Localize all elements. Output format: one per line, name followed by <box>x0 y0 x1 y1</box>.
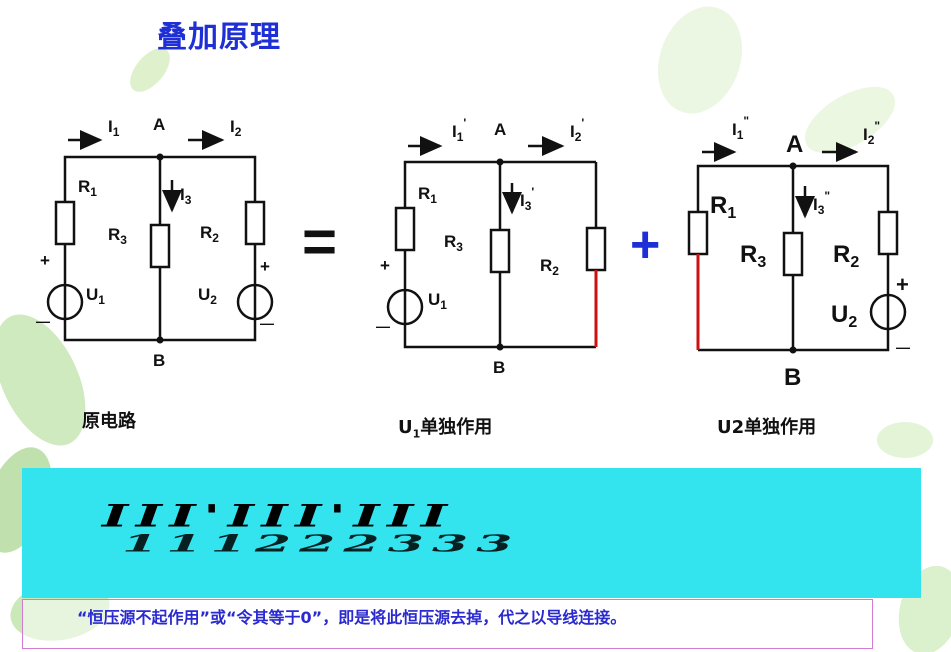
label-r3: R3 <box>444 232 463 254</box>
circuit-u2-only <box>687 142 907 352</box>
resistor-r1 <box>687 210 709 256</box>
label-r2: R2 <box>833 241 859 271</box>
label-r1: R1 <box>418 184 437 206</box>
label-node-b: B <box>493 358 505 377</box>
resistor-r3 <box>149 223 171 269</box>
caption-original: 原电路 <box>82 411 136 432</box>
label-i3p: I3' <box>520 185 534 213</box>
label-node-b: B <box>784 364 801 391</box>
note-text: “恒压源不起作用”或“令其等于0”，即是将此恒压源去掉，代之以导线连接。 <box>77 608 627 627</box>
label-r1: R1 <box>78 177 97 199</box>
label-node-b: B <box>153 351 165 370</box>
resistor-r2 <box>877 210 899 256</box>
u1-plus: + <box>380 256 390 275</box>
resistor-r3 <box>782 231 804 277</box>
circuit-diagrams: I1 A I2 I3 R1 R3 R2 U1 U2 + — + — B = <box>36 114 910 391</box>
resistor-r2 <box>244 200 266 246</box>
label-u2: U2 <box>198 285 217 307</box>
resistor-r1 <box>54 200 76 246</box>
label-node-a: A <box>153 115 165 134</box>
label-i3pp: I3" <box>813 189 830 217</box>
page-title: 叠加原理 <box>157 20 281 55</box>
plus-sign: + <box>630 216 660 274</box>
label-r2: R2 <box>540 256 559 278</box>
equation-row-1: I I I ' I I I ' I I I <box>102 498 447 535</box>
u1-plus: + <box>40 251 50 270</box>
u2-minus: — <box>896 339 910 355</box>
equals-sign: = <box>302 208 337 275</box>
resistor-r1 <box>394 206 416 252</box>
label-i3: I3 <box>180 185 192 207</box>
label-r1: R1 <box>710 192 736 222</box>
resistor-r3 <box>489 228 511 274</box>
resistor-r2 <box>585 226 607 272</box>
label-node-a: A <box>494 120 506 139</box>
label-i2p: I2' <box>570 116 584 144</box>
caption-u1-only: U1单独作用 <box>398 417 493 441</box>
label-i1pp: I1" <box>732 114 749 142</box>
label-r3: R3 <box>108 225 127 247</box>
u2-plus: + <box>896 272 909 297</box>
label-i2pp: I2" <box>863 119 880 147</box>
label-i1p: I1' <box>452 116 466 144</box>
u2-minus: — <box>260 315 274 331</box>
label-i1: I1 <box>108 117 120 139</box>
label-u1: U1 <box>428 290 447 312</box>
label-i2: I2 <box>230 117 242 139</box>
note-box: “恒压源不起作用”或“令其等于0”，即是将此恒压源去掉，代之以导线连接。 <box>22 599 873 649</box>
equation-row-2: 1 1 1 2 2 2 3 3 3 <box>122 530 512 558</box>
label-r3: R3 <box>740 241 766 271</box>
label-node-a: A <box>786 131 803 158</box>
label-r2: R2 <box>200 223 219 245</box>
u1-minus: — <box>36 313 50 329</box>
circuit-u1-only <box>386 136 607 349</box>
circuit-original <box>46 130 274 342</box>
u2-plus: + <box>260 257 270 276</box>
caption-u2-only: U2单独作用 <box>717 417 817 438</box>
u1-minus: — <box>376 318 390 334</box>
label-u1: U1 <box>86 285 105 307</box>
equation-box: I I I ' I I I ' I I I 1 1 1 2 2 2 3 3 3 <box>22 468 921 598</box>
label-u2: U2 <box>831 301 857 331</box>
